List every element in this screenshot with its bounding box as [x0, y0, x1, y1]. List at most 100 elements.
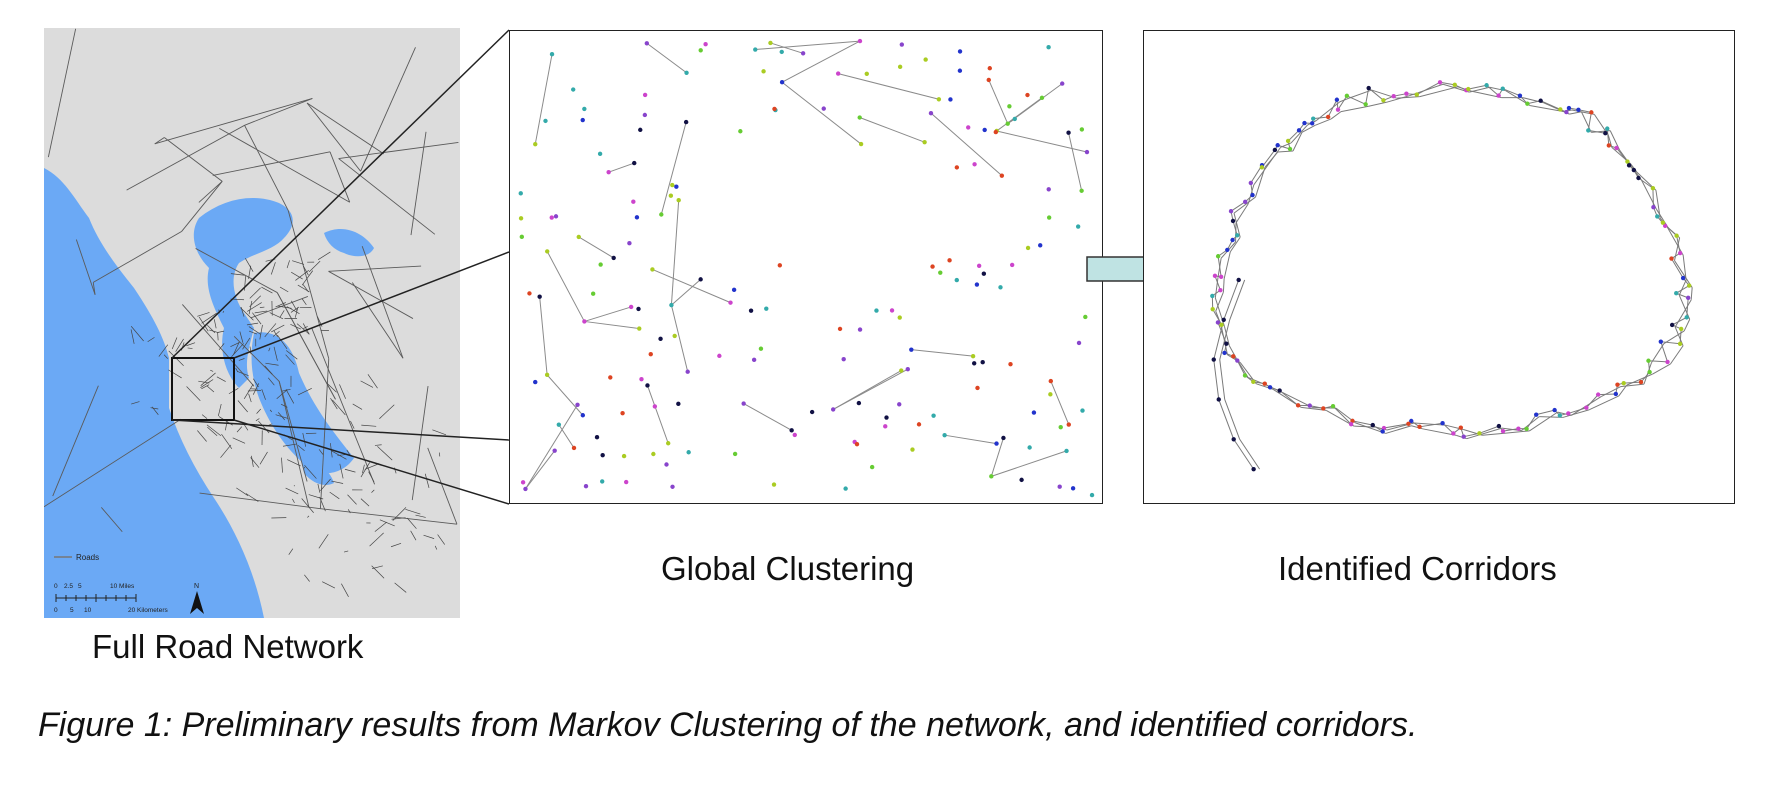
corridor-edge: [1648, 360, 1668, 363]
graph-node: [1083, 314, 1088, 320]
map-road-dense: [150, 407, 159, 410]
corridor-node: [1230, 237, 1235, 243]
graph-node: [889, 308, 895, 313]
corridor-edge: [1587, 112, 1592, 131]
graph-node: [809, 409, 815, 415]
corridor-node: [1576, 107, 1581, 112]
graph-node: [930, 264, 935, 269]
corridor-edge: [1277, 150, 1294, 153]
graph-node: [590, 291, 596, 296]
corridor-node: [1662, 223, 1668, 229]
map-road-dense: [163, 354, 168, 359]
corridor-node: [1566, 105, 1572, 111]
graph-edge: [671, 278, 701, 306]
graph-node: [597, 151, 603, 157]
graph-edge: [558, 424, 575, 449]
graph-node: [520, 480, 526, 485]
corridor-edge: [1332, 405, 1352, 425]
map-road-dense: [252, 383, 260, 395]
corridor-node: [1650, 186, 1656, 191]
corridor-edge: [1468, 84, 1487, 90]
graph-node: [519, 234, 525, 240]
corridor-node: [1677, 250, 1683, 256]
map-road-dense: [280, 403, 288, 408]
corridor-node: [1222, 350, 1227, 356]
map-road-dense: [201, 414, 208, 419]
graph-node: [883, 424, 888, 429]
corridor-node: [1234, 233, 1240, 238]
graph-node: [676, 198, 681, 203]
corridor-node: [1655, 214, 1660, 219]
corridor-edge: [1600, 386, 1621, 398]
graph-node: [533, 141, 538, 147]
graph-node: [658, 336, 663, 342]
corridor-node: [1231, 437, 1236, 442]
corridor-node: [1335, 107, 1341, 112]
corridor-edge: [1671, 316, 1687, 326]
corridor-edge: [1589, 395, 1620, 411]
graph-node: [999, 173, 1005, 178]
graph-node: [1089, 492, 1095, 498]
map-road-dense: [307, 515, 310, 518]
graph-edge: [832, 368, 909, 410]
map-road-dense: [318, 534, 329, 549]
graph-edge: [660, 121, 687, 215]
corridor-edge: [1616, 147, 1628, 162]
map-road-dense: [352, 403, 363, 410]
corridor-edge: [1530, 105, 1564, 112]
corridor-edge: [1439, 81, 1455, 86]
graph-node: [523, 486, 528, 492]
corridor-node: [1538, 98, 1543, 103]
corridor-node: [1626, 163, 1632, 168]
map-road-dense: [379, 519, 395, 527]
corridor-node: [1330, 403, 1336, 409]
graph-node: [1084, 149, 1090, 155]
graph-node: [1048, 378, 1053, 384]
corridor-node: [1516, 426, 1521, 431]
map-road-dense: [216, 376, 226, 382]
corridor-node: [1525, 101, 1530, 106]
corridor-edge: [1230, 201, 1246, 212]
graph-node: [986, 77, 991, 83]
graph-node: [987, 66, 992, 71]
corridor-node: [1500, 86, 1505, 91]
scale-km-0: 0: [54, 607, 58, 614]
map-road-dense: [237, 400, 248, 413]
graph-node: [1008, 361, 1013, 367]
map-road-dense: [339, 384, 346, 399]
graph-node: [549, 51, 555, 57]
graph-node: [644, 41, 650, 46]
graph-node: [974, 282, 980, 287]
corridor-node: [1677, 341, 1683, 346]
graph-node: [771, 482, 777, 487]
corridor-node: [1669, 256, 1674, 261]
corridor-edge: [1214, 275, 1221, 291]
map-road-dense: [406, 517, 417, 529]
corridor-edge: [1540, 100, 1561, 110]
corridor-node: [1370, 422, 1375, 428]
graph-node: [594, 435, 600, 440]
map-road-dense: [322, 581, 336, 589]
map-road: [93, 231, 182, 283]
graph-edge: [646, 42, 687, 74]
corridor-node: [1404, 91, 1409, 96]
graph-edge: [670, 200, 680, 306]
graph-node: [800, 51, 806, 56]
corridor-edge: [1422, 428, 1457, 436]
graph-node: [748, 308, 754, 313]
corridor-node: [1674, 291, 1679, 296]
map-road-dense: [220, 444, 232, 458]
corridor-node: [1262, 381, 1267, 386]
corridor-node: [1250, 192, 1255, 198]
map-legend: Roads 0 2.5 5 10 Miles 0 5 10 20 Kilomet…: [54, 553, 204, 614]
map-road-dense: [243, 383, 254, 399]
corridor-node: [1307, 403, 1312, 408]
graph-node: [685, 369, 690, 374]
graph-node: [1058, 424, 1063, 430]
map-road-dense: [369, 532, 384, 547]
graph-node: [936, 97, 942, 102]
graph-node: [582, 319, 587, 324]
graph-node: [764, 306, 769, 311]
graph-node: [1060, 81, 1065, 86]
graph-node: [869, 464, 875, 470]
